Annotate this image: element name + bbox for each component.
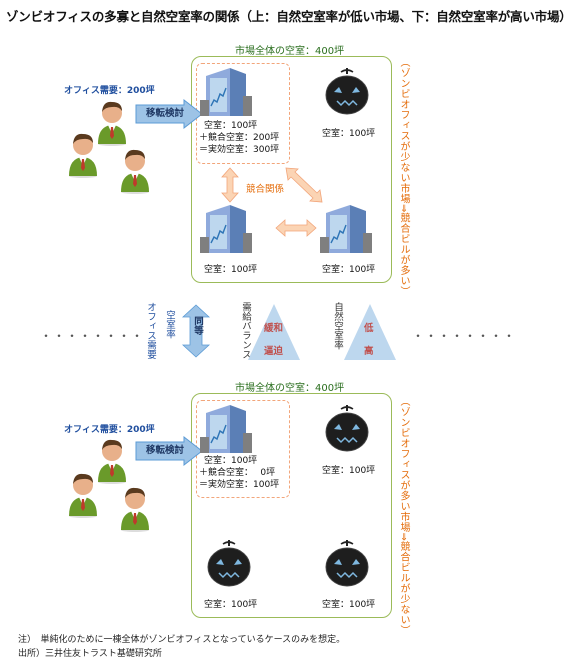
building-icon bbox=[320, 205, 372, 253]
person-icon bbox=[98, 101, 126, 146]
middle-tight-label: 逼迫 bbox=[264, 346, 284, 357]
person-icon bbox=[69, 133, 97, 178]
supply-triangle bbox=[248, 304, 300, 360]
top-market-label: 市場全体の空室：400坪 bbox=[235, 46, 345, 57]
middle-equal-label: 同等 bbox=[192, 316, 203, 335]
bottom-bl-label: 空室：100坪 bbox=[204, 600, 258, 610]
bottom-tr-label: 空室：100坪 bbox=[322, 466, 376, 476]
bottom-detail-3: ＝実効空室：100坪 bbox=[199, 480, 280, 490]
equal-arrow-icon bbox=[181, 304, 211, 358]
compete-arrow-vertical bbox=[221, 167, 239, 203]
middle-demand-label: オフィス需要 bbox=[145, 302, 156, 359]
vacancy-triangle bbox=[344, 304, 396, 360]
person-icon bbox=[121, 149, 149, 194]
page-title: ゾンビオフィスの多寡と自然空室率の関係（上：自然空室率が低い市場、下：自然空室率… bbox=[6, 9, 572, 24]
top-detail-3: ＝実効空室：300坪 bbox=[199, 145, 280, 155]
zombie-building-icon bbox=[325, 405, 369, 452]
compete-arrow-horizontal bbox=[275, 219, 317, 237]
person-icon bbox=[69, 473, 97, 518]
middle-low-label: 低 bbox=[364, 323, 374, 334]
right-dots: ・・・・・・・・ bbox=[412, 329, 517, 343]
top-zombie-label: 空室：100坪 bbox=[322, 129, 376, 139]
left-dots: ・・・・・・・・ bbox=[40, 329, 145, 343]
person-icon bbox=[121, 487, 149, 532]
bottom-move-label: 移転検討 bbox=[146, 445, 185, 456]
middle-vacancy-label: 空室率 bbox=[164, 310, 175, 339]
note-text: 注） 単純化のために一棟全体がゾンビオフィスとなっているケースのみを想定。 bbox=[18, 635, 346, 645]
bottom-demand-label: オフィス需要：200坪 bbox=[64, 425, 155, 435]
arrow-icon bbox=[135, 98, 203, 130]
middle-ease-label: 緩和 bbox=[264, 323, 284, 334]
bottom-side-label: （ゾンビオフィスが多い市場⇒競合ビルが少ない） bbox=[398, 396, 409, 636]
bottom-market-label: 市場全体の空室：400坪 bbox=[235, 383, 345, 394]
middle-natural-label: 自然空室率 bbox=[332, 302, 343, 350]
top-br-label: 空室：100坪 bbox=[322, 265, 376, 275]
person-icon bbox=[98, 439, 126, 484]
arrow-icon bbox=[135, 435, 203, 467]
building-icon bbox=[200, 205, 252, 253]
zombie-building-icon bbox=[325, 68, 369, 115]
top-detail-1: 空室：100坪 bbox=[204, 121, 258, 131]
top-move-label: 移転検討 bbox=[146, 108, 185, 119]
bottom-detail-1: 空室：100坪 bbox=[204, 456, 258, 466]
top-detail-2: ＋競合空室：200坪 bbox=[199, 133, 280, 143]
compete-arrow-diagonal bbox=[285, 167, 323, 203]
top-side-label: （ゾンビオフィスが少ない市場⇒競合ビルが多い） bbox=[398, 57, 409, 297]
top-bl-label: 空室：100坪 bbox=[204, 265, 258, 275]
middle-high-label: 高 bbox=[364, 346, 374, 357]
bottom-detail-2: ＋競合空室： 0坪 bbox=[199, 468, 276, 478]
bottom-br-label: 空室：100坪 bbox=[322, 600, 376, 610]
top-demand-label: オフィス需要：200坪 bbox=[64, 86, 155, 96]
source-text: 出所）三井住友トラスト基礎研究所 bbox=[18, 649, 162, 659]
building-icon bbox=[200, 405, 252, 453]
zombie-building-icon bbox=[325, 540, 369, 587]
middle-supply-label: 需給バランス bbox=[240, 302, 251, 359]
building-icon bbox=[200, 68, 252, 116]
top-competition-label: 競合関係 bbox=[246, 184, 285, 195]
zombie-building-icon bbox=[207, 540, 251, 587]
